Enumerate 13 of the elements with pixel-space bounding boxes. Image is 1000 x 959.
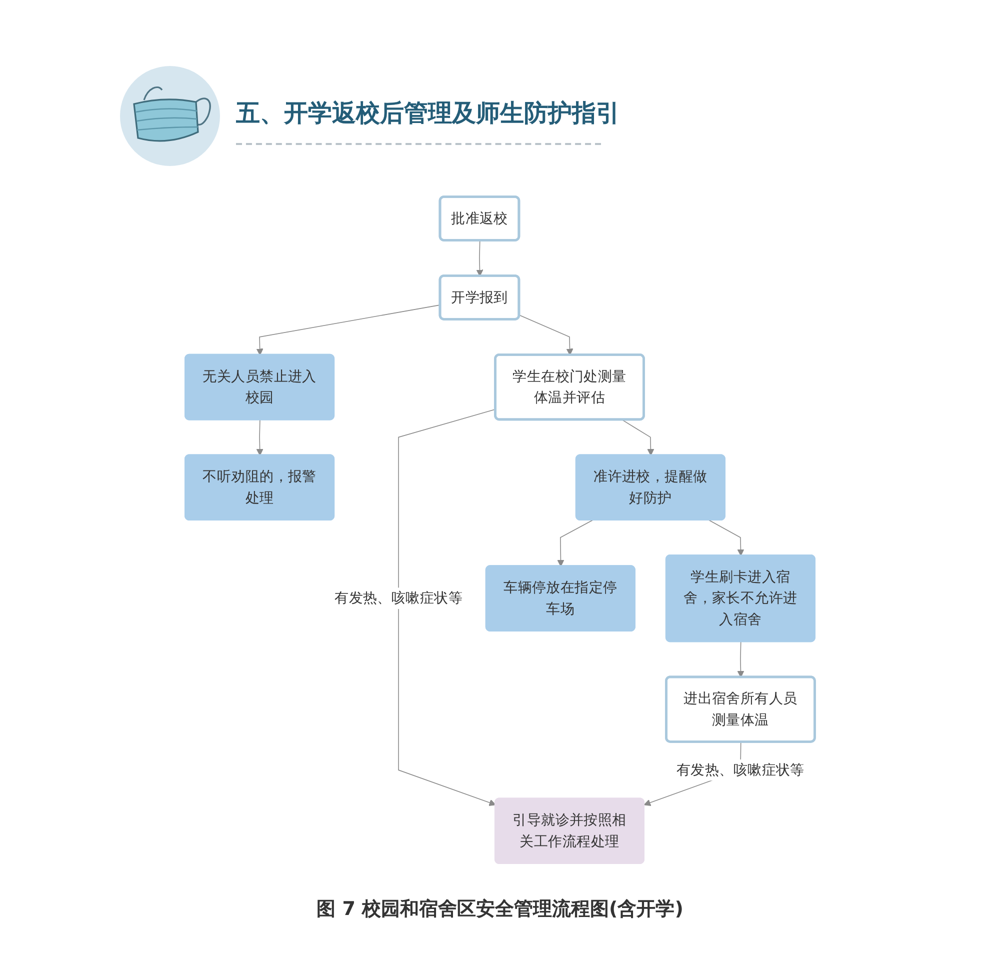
arrow [256,419,264,456]
figure-caption: 图 7 校园和宿舍区安全管理流程图(含开学) [316,898,684,920]
edge-label: 有发热、咳嗽症状等 [334,590,462,607]
arrow [708,520,744,556]
arrow [737,641,744,678]
arrow [476,240,484,276]
edge-label: 有发热、咳嗽症状等 [676,762,804,778]
arrow [398,408,496,806]
arrow [518,314,574,356]
page-title: 五、开学返校后管理及师生防护指引 [236,97,620,129]
arrow [622,419,654,456]
arrow [256,304,441,356]
arrow [557,520,594,567]
